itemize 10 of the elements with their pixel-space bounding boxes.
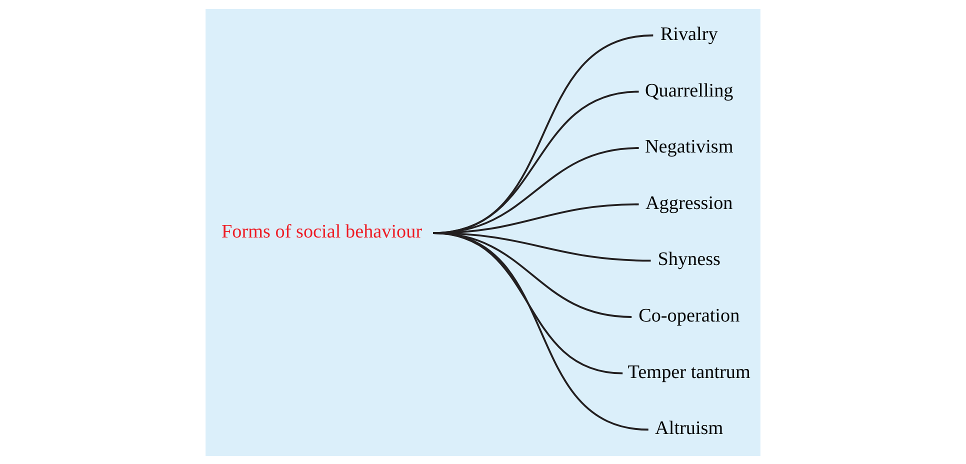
node-text: Co-operation <box>638 305 740 326</box>
node-text: Negativism <box>644 136 734 158</box>
node-text: Forms of social behaviour <box>222 221 422 242</box>
node-text: Aggression <box>645 192 733 214</box>
node-text: Temper tantrum <box>628 361 750 382</box>
node-text: Altruism <box>655 418 724 439</box>
node-text: Shyness <box>658 248 721 270</box>
node-text: Quarrelling <box>644 80 734 101</box>
connector <box>433 232 648 430</box>
node-text: Rivalry <box>660 23 718 44</box>
